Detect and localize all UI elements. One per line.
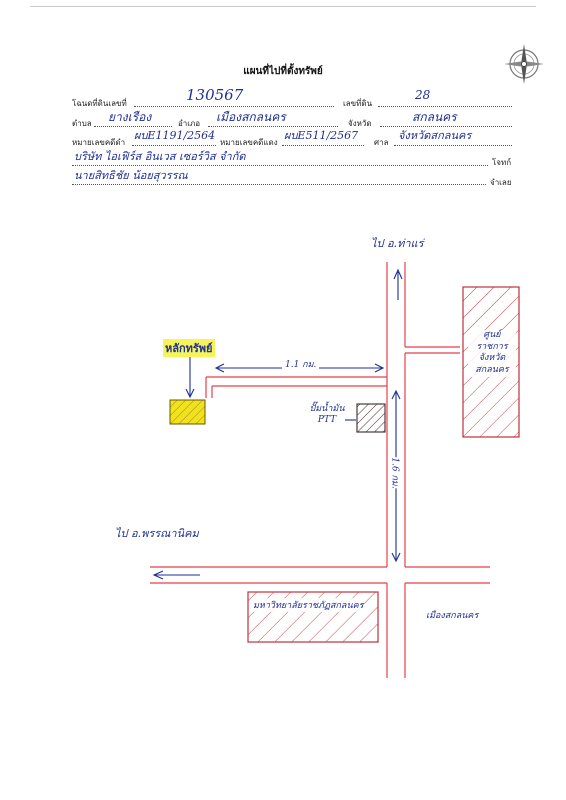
horizontal-distance-label: 1.1 กม. — [282, 357, 320, 371]
north-arrow-head-icon — [393, 268, 403, 280]
west-road-label: ไป อ.พรรณานิคม — [115, 527, 199, 540]
vertical-distance-label: 1.6 กม. — [388, 457, 403, 489]
property-plot-hatch — [170, 400, 205, 424]
land-no-label: เลขที่ดิน — [343, 99, 373, 108]
case-red-underline — [282, 145, 364, 146]
gas-station-label: ปั๊มน้ำมัน PTT — [309, 404, 345, 425]
case-black-label: หมายเลขคดีดำ — [72, 138, 126, 147]
defendant-underline — [72, 184, 486, 185]
property-pointer-head-icon — [185, 388, 195, 399]
province-label: จังหวัด — [348, 119, 372, 128]
gas-station-marker — [356, 403, 386, 433]
province-value: สกลนคร — [412, 110, 457, 124]
subdistrict-underline — [94, 126, 172, 127]
horizontal-distance-right-arrow-icon — [374, 363, 385, 373]
compass-rose-icon — [500, 40, 548, 88]
gov-center-label: ศูนย์ราชการ จังหวัด สกลนคร — [468, 330, 516, 377]
court-underline — [394, 145, 512, 146]
defendant-value: นายสิทธิชัย น้อยสุวรรณ — [74, 169, 188, 182]
property-label: หลักทรัพย์ — [163, 339, 215, 357]
defendant-label: จำเลย — [490, 178, 512, 187]
north-road-label: ไป อ.ท่าแร่ — [371, 237, 424, 250]
district-value: เมืองสกลนคร — [216, 110, 286, 124]
court-label: ศาล — [374, 138, 389, 147]
case-black-value: ผบE1191/2564 — [134, 129, 216, 142]
plaintiff-underline — [72, 165, 488, 166]
court-value: จังหวัดสกลนคร — [398, 129, 472, 142]
deed-underline — [134, 106, 334, 107]
university-label: มหาวิทยาลัยราชภัฏสกลนคร — [253, 598, 364, 612]
case-black-underline — [132, 145, 216, 146]
subdistrict-label: ตำบล — [72, 119, 92, 128]
district-label: อำเภอ — [178, 119, 201, 128]
vertical-distance-top-arrow-icon — [391, 389, 401, 400]
vertical-distance-bottom-arrow-icon — [391, 552, 401, 563]
deed-value: 130567 — [186, 86, 244, 104]
horizontal-distance-left-arrow-icon — [214, 363, 225, 373]
scan-top-edge — [30, 6, 536, 7]
road-network — [150, 262, 490, 678]
subdistrict-value: ยางเรือง — [108, 110, 152, 124]
town-label: เมืองสกลนคร — [426, 611, 479, 621]
land-no-underline — [378, 106, 512, 107]
case-red-label: หมายเลขคดีแดง — [220, 138, 278, 147]
page-title: แผนที่ไปที่ตั้งทรัพย์ — [243, 66, 323, 77]
case-red-value: ผบE511/2567 — [284, 129, 359, 142]
west-arrow-head-icon — [152, 570, 164, 580]
province-underline — [380, 126, 512, 127]
plaintiff-value: บริษัท ไอเฟิร์ส อินเวส เซอร์วิส จำกัด — [74, 150, 246, 163]
district-underline — [208, 126, 338, 127]
deed-label: โฉนดที่ดินเลขที่ — [72, 99, 127, 108]
plaintiff-label: โจทก์ — [492, 158, 512, 167]
land-no-value: 28 — [415, 88, 431, 102]
